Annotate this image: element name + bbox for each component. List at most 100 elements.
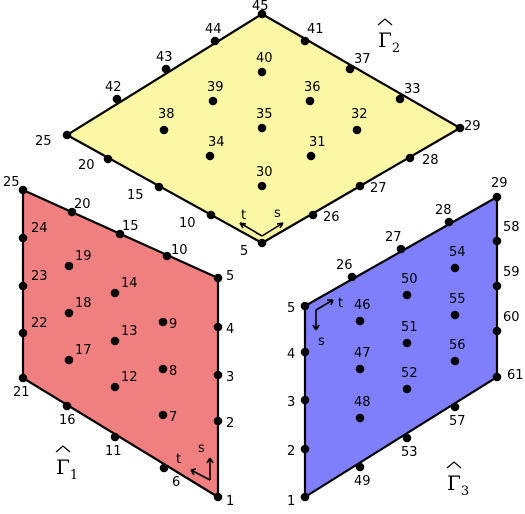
node-n13-dot xyxy=(110,336,120,346)
node-n39-label: 39 xyxy=(207,80,224,95)
left-s-label: s xyxy=(198,441,205,456)
node-n16-dot xyxy=(62,401,72,411)
node-n20b-dot xyxy=(67,207,77,217)
node-n6-label: 6 xyxy=(172,475,180,490)
node-n44-label: 44 xyxy=(205,22,222,37)
node-n34-label: 34 xyxy=(208,135,225,150)
node-n17-label: 17 xyxy=(75,343,92,358)
node-n53-label: 53 xyxy=(401,445,418,460)
top-t-label: t xyxy=(241,208,246,223)
node-n9-label: 9 xyxy=(169,317,177,332)
node-n21-label: 21 xyxy=(13,385,30,400)
node-n10a-dot xyxy=(206,210,216,220)
node-n35-dot xyxy=(257,123,267,133)
node-n18-label: 18 xyxy=(75,296,92,311)
node-n11-dot xyxy=(110,432,120,442)
node-n1b-label: 1 xyxy=(287,494,295,509)
node-n26b-dot xyxy=(347,272,357,282)
node-n47-label: 47 xyxy=(354,346,371,361)
node-n25a-dot xyxy=(62,130,72,140)
node-n24-label: 24 xyxy=(31,221,48,236)
node-n59-label: 59 xyxy=(503,265,520,280)
node-n25b-dot xyxy=(18,185,28,195)
node-n28-label: 28 xyxy=(422,153,439,168)
node-n22-label: 22 xyxy=(31,316,48,331)
gamma-1-subscript: 1 xyxy=(70,468,78,483)
left-t-label: t xyxy=(176,452,181,467)
node-n49-dot xyxy=(355,462,365,472)
node-n23-dot xyxy=(18,281,28,291)
node-n4a-label: 4 xyxy=(226,322,234,337)
node-n31-label: 31 xyxy=(309,135,326,150)
node-n26a-label: 26 xyxy=(323,210,340,225)
node-n42-label: 42 xyxy=(105,80,122,95)
node-n51-label: 51 xyxy=(401,320,418,335)
right-t-label: t xyxy=(338,296,343,311)
node-n31-dot xyxy=(306,151,316,161)
node-n60-label: 60 xyxy=(503,310,520,325)
node-n23-label: 23 xyxy=(31,269,48,284)
node-n8-label: 8 xyxy=(169,364,177,379)
gamma-3-subscript: 3 xyxy=(461,484,469,499)
node-n47-dot xyxy=(355,364,365,374)
node-n19-dot xyxy=(64,261,74,271)
node-n61-label: 61 xyxy=(507,368,524,383)
node-n44-dot xyxy=(210,36,220,46)
node-n5c-dot xyxy=(300,301,310,311)
node-n49-label: 49 xyxy=(354,474,371,489)
node-n11-label: 11 xyxy=(105,444,122,459)
node-n16-label: 16 xyxy=(59,413,76,428)
node-n2b-dot xyxy=(300,444,310,454)
node-n42-dot xyxy=(112,94,122,104)
node-n30-dot xyxy=(257,181,267,191)
node-n61-dot xyxy=(492,372,502,382)
node-n57-dot xyxy=(450,402,460,412)
node-n58-label: 58 xyxy=(503,220,520,235)
node-n43-label: 43 xyxy=(156,50,173,65)
node-n3b-label: 3 xyxy=(287,395,295,410)
node-n40-label: 40 xyxy=(256,51,273,66)
node-n58-dot xyxy=(492,236,502,246)
node-n15b-dot xyxy=(115,229,125,239)
gamma-3-label: Γ3 xyxy=(446,461,469,499)
node-n17-dot xyxy=(64,355,74,365)
node-n15a-label: 15 xyxy=(127,188,144,203)
node-n56-label: 56 xyxy=(449,338,466,353)
node-n3a-label: 3 xyxy=(226,370,234,385)
node-n20a-label: 20 xyxy=(78,158,95,173)
node-n32-label: 32 xyxy=(351,107,368,122)
node-n52-label: 52 xyxy=(401,366,418,381)
node-n2a-label: 2 xyxy=(226,416,234,431)
node-n56-dot xyxy=(450,356,460,366)
node-n20a-dot xyxy=(103,154,113,164)
node-n7-label: 7 xyxy=(169,410,177,425)
node-n33-dot xyxy=(395,94,405,104)
svg-text:Γ3: Γ3 xyxy=(447,471,469,499)
node-n10b-dot xyxy=(162,251,172,261)
node-n38-label: 38 xyxy=(158,107,175,122)
node-n13-label: 13 xyxy=(121,324,138,339)
node-n41-dot xyxy=(300,36,310,46)
gamma-1-symbol: Γ xyxy=(56,455,70,479)
node-n5b-dot xyxy=(213,273,223,283)
node-n28b-label: 28 xyxy=(435,203,452,218)
node-n45-label: 45 xyxy=(252,0,269,14)
node-n4a-dot xyxy=(213,322,223,332)
node-n48-label: 48 xyxy=(354,395,371,410)
node-n37-label: 37 xyxy=(354,52,371,67)
svg-text:Γ1: Γ1 xyxy=(56,455,78,483)
node-n52-dot xyxy=(402,384,412,394)
node-n5a-dot xyxy=(257,238,267,248)
node-n27a-dot xyxy=(355,181,365,191)
node-n39-dot xyxy=(208,96,218,106)
node-n34-dot xyxy=(205,151,215,161)
node-n25b-label: 25 xyxy=(3,175,20,190)
node-n26a-dot xyxy=(308,210,318,220)
node-n59-dot xyxy=(492,281,502,291)
node-n25a-label: 25 xyxy=(35,134,52,149)
node-n4b-dot xyxy=(300,347,310,357)
node-n8-dot xyxy=(158,364,168,374)
node-n40-dot xyxy=(257,67,267,77)
node-n28-dot xyxy=(405,153,415,163)
node-n45-dot xyxy=(257,9,267,19)
